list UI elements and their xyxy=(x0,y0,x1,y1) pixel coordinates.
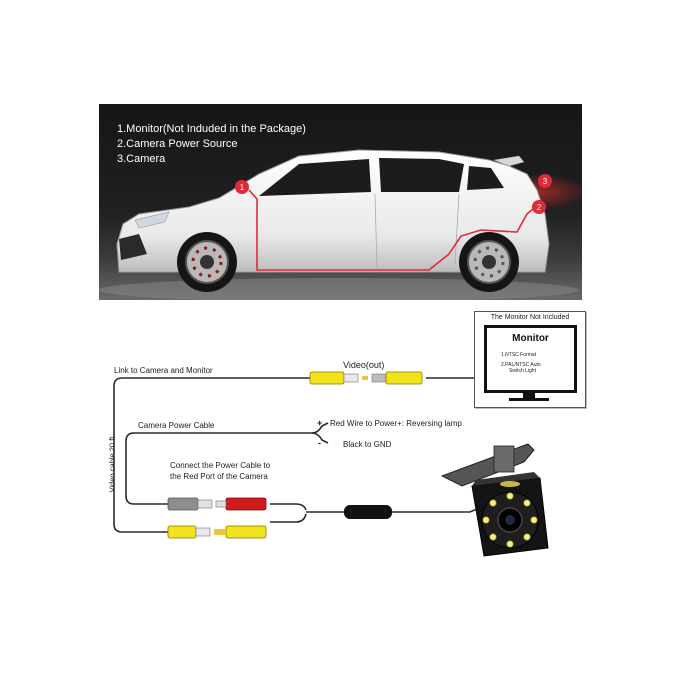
link-label: Link to Camera and Monitor xyxy=(114,366,213,375)
camera-illustration xyxy=(440,443,549,557)
marker-2 xyxy=(532,200,546,214)
monitor-spec-2: 2.PAL/NTSC Auto xyxy=(501,362,541,368)
video-rca-connectors xyxy=(167,525,267,539)
camera-cable xyxy=(270,503,307,511)
monitor-spec-3: Switch Light xyxy=(509,368,536,374)
video-cable xyxy=(113,377,310,533)
car-windows xyxy=(259,159,371,196)
plus-symbol: + xyxy=(317,418,323,428)
marker-3 xyxy=(538,174,552,188)
car-illustration: 1 2 3 xyxy=(99,149,582,300)
black-wire-label: Black to GND xyxy=(343,440,392,449)
red-wire-label: Red Wire to Power+: Reversing lamp xyxy=(330,419,462,428)
power-cable xyxy=(125,432,312,505)
power-cable-label: Camera Power Cable xyxy=(138,421,215,430)
monitor-screen: Monitor 1.NTSC Format 2.PAL/NTSC Auto Sw… xyxy=(484,325,577,393)
power-connectors xyxy=(167,497,267,511)
legend-item-power-source: 2.Camera Power Source xyxy=(117,138,238,150)
photo-legend: 1.Monitor(Not Induded in the Package) 2.… xyxy=(117,122,306,167)
cable-route-line xyxy=(248,189,540,271)
inline-filter xyxy=(344,505,392,519)
marker-3-label: 3 xyxy=(543,177,548,186)
monitor-spec-1: 1.NTSC Format xyxy=(501,352,537,358)
connect-label-line1: Connect the Power Cable to xyxy=(170,461,271,470)
marker-2-label: 2 xyxy=(537,203,542,212)
video-out-label: Video(out) xyxy=(343,360,385,370)
wiring-diagram xyxy=(113,371,549,557)
marker-1-label: 1 xyxy=(240,183,245,192)
monitor-box: The Monitor Not Included Monitor 1.NTSC … xyxy=(474,311,586,408)
car-photo-panel: 1.Monitor(Not Induded in the Package) 2.… xyxy=(99,104,582,300)
minus-symbol: - xyxy=(318,438,321,448)
legend-item-monitor: 1.Monitor(Not Induded in the Package) xyxy=(117,123,306,135)
monitor-stand xyxy=(509,393,549,401)
marker-1 xyxy=(235,180,249,194)
monitor-caption: The Monitor Not Included xyxy=(490,314,570,321)
monitor-title: Monitor xyxy=(512,333,549,344)
connect-label-line2: the Red Port of the Camera xyxy=(170,472,268,481)
legend-item-camera: 3.Camera xyxy=(117,153,166,165)
video-out-rca-connectors xyxy=(309,371,423,385)
video-cable-label: Video cable 20 ft xyxy=(107,436,117,493)
